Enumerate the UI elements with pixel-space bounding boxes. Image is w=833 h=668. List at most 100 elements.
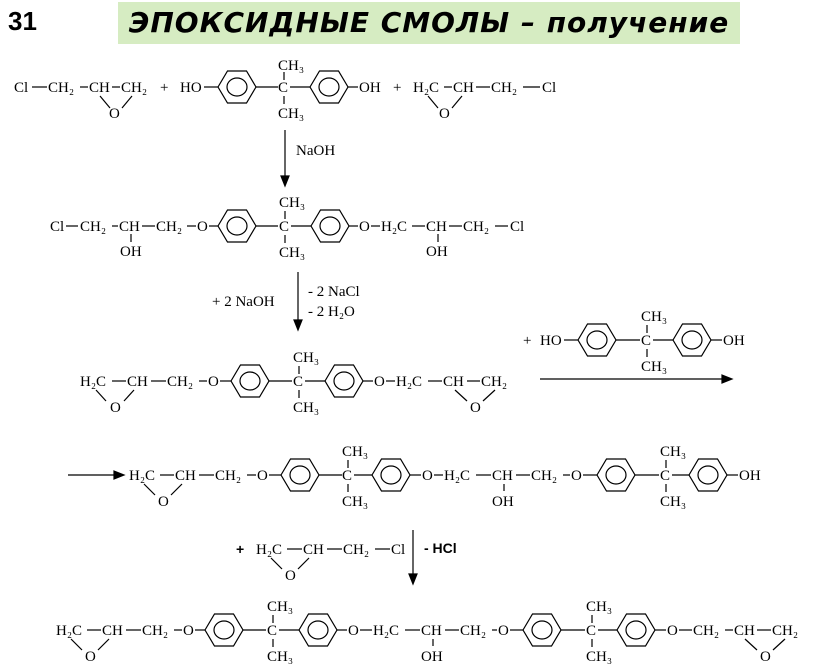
label-ch3: CH₃ [342,494,368,510]
arrow-step-3 [540,374,734,384]
label-ch3: CH₃ [586,599,612,615]
label-ch3: CH₃ [586,649,612,665]
label-ch3: CH₃ [660,494,686,510]
label-c: C [293,374,303,390]
label-o: O [257,468,268,484]
plus-sign: + [393,80,401,96]
label-h2c: H₂C [256,542,282,558]
label-o: O [571,468,582,484]
intermediate-chlorohydrin-ether: Cl CH₂ CH OH CH₂ O C CH₃ CH₃ O H₂C CH OH… [50,195,524,261]
label-ch: CH [426,219,447,235]
reactant-epichlorohydrin-right: H₂C CH O CH₂ Cl [413,80,556,122]
label-ch2: CH₂ [48,80,74,96]
label-ch: CH [453,80,474,96]
label-cl: Cl [50,219,64,235]
label-o: O [85,649,96,665]
label-oh: OH [739,468,761,484]
label-ch3: CH₃ [641,359,667,375]
label-ch2: CH₂ [460,623,486,639]
label-ch2: CH₂ [491,80,517,96]
label-c: C [586,623,596,639]
product-epoxy-resin: H₂C CH O CH₂ O C CH₃ CH₃ O H₂C CH OH CH₂… [56,599,798,665]
reactant-bisphenol-a: HO C CH₃ CH₃ OH [180,58,381,122]
label-o: O [348,623,359,639]
label-c: C [342,468,352,484]
condition-plus-naoh: + 2 NaOH [212,294,275,310]
label-o: O [208,374,219,390]
label-o: O [667,623,678,639]
plus-sign: + [236,541,244,557]
label-h2c: H₂C [413,80,439,96]
label-o: O [197,219,208,235]
label-h2c: H₂C [381,219,407,235]
label-ch: CH [492,468,513,484]
label-ho: HO [540,333,562,349]
label-cl: Cl [391,542,405,558]
label-ch2: CH₂ [772,623,798,639]
label-ch3: CH₃ [293,400,319,416]
label-ch3: CH₃ [279,245,305,261]
label-h2c: H₂C [80,374,106,390]
label-oh: OH [426,244,448,260]
label-oh: OH [359,80,381,96]
label-ch3: CH₃ [267,649,293,665]
condition-naoh: NaOH [296,143,335,159]
label-c: C [279,219,289,235]
label-ch3: CH₃ [279,195,305,211]
label-ch: CH [127,374,148,390]
label-c: C [641,333,651,349]
label-oh: OH [120,244,142,260]
label-ch2: CH₂ [531,468,557,484]
reactant-epichlorohydrin-left: Cl CH₂ CH CH₂ O [14,80,147,122]
label-cl: Cl [14,80,28,96]
label-o: O [359,219,370,235]
label-ch: CH [443,374,464,390]
label-ch2: CH₂ [215,468,241,484]
condition-minus-nacl: - 2 NaCl [308,284,360,300]
label-ch3: CH₃ [267,599,293,615]
label-ch3: CH₃ [278,106,304,122]
label-ch: CH [303,542,324,558]
label-o: O [374,374,385,390]
label-oh: OH [723,333,745,349]
label-h2c: H₂C [444,468,470,484]
label-ch3: CH₃ [660,444,686,460]
label-oh: OH [492,494,514,510]
arrow-step-4: - HCl [408,530,457,586]
label-c: C [267,623,277,639]
label-ch2: CH₂ [463,219,489,235]
label-ch3: CH₃ [342,444,368,460]
label-o: O [110,400,121,416]
arrow-step-1: NaOH [280,130,335,188]
arrow-step-2: + 2 NaOH - 2 NaCl - 2 H₂O [212,272,360,332]
label-o: O [285,568,296,584]
arrow-row-4-entry [68,470,126,480]
slide-title: ЭПОКСИДНЫЕ СМОЛЫ – получение [118,2,740,44]
label-ho: HO [180,80,202,96]
intermediate-diglycidyl-ether: H₂C CH O CH₂ O C CH₃ CH₃ O H₂C CH CH₂ O [80,350,507,416]
label-h2c: H₂C [396,374,422,390]
label-o: O [183,623,194,639]
label-c: C [278,80,288,96]
label-ch2: CH₂ [80,219,106,235]
condition-minus-water: - 2 H₂O [308,304,355,320]
label-ch2: CH₂ [167,374,193,390]
intermediate-chain-extended: H₂C CH O CH₂ O C CH₃ CH₃ O H₂C CH OH CH₂… [129,444,761,510]
label-o: O [470,400,481,416]
label-ch2: CH₂ [142,623,168,639]
label-ch2: CH₂ [693,623,719,639]
label-h2c: H₂C [56,623,82,639]
label-ch: CH [102,623,123,639]
label-o: O [109,106,120,122]
label-ch2: CH₂ [343,542,369,558]
label-ch: CH [734,623,755,639]
plus-sign: + [160,80,168,96]
label-ch: CH [175,468,196,484]
label-o: O [498,623,509,639]
label-c: C [660,468,670,484]
condition-minus-hcl: - HCl [424,540,457,556]
label-ch3: CH₃ [278,58,304,74]
label-cl: Cl [510,219,524,235]
label-oh: OH [421,649,443,665]
